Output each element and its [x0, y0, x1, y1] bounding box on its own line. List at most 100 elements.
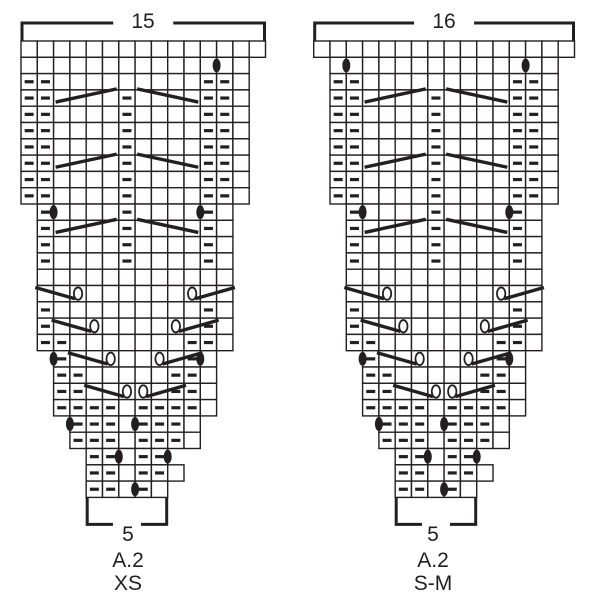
purl-dash-icon: [349, 243, 359, 247]
purl-dash-icon: [464, 438, 474, 442]
purl-dash-icon: [122, 145, 132, 149]
purl-dash-icon: [480, 373, 490, 377]
chart-cell: [69, 105, 87, 124]
chart-cell: [394, 72, 413, 91]
chart-cell: [459, 317, 478, 336]
chart-cell: [459, 72, 478, 91]
chart-cell: [183, 301, 201, 319]
chart-cell: [508, 268, 527, 287]
chart-cell: [134, 170, 153, 189]
chart-cell: [215, 252, 234, 270]
purl-dash-icon: [138, 487, 148, 491]
chart-cell: [443, 186, 462, 205]
purl-dash-icon: [187, 373, 197, 377]
chart-cell: [166, 186, 185, 205]
purl-dash-icon: [203, 177, 213, 182]
chart-cell: [410, 170, 429, 189]
purl-dash-icon: [447, 487, 457, 491]
purl-dash-icon: [122, 194, 132, 198]
chart-cell: [410, 252, 429, 270]
chart-cell: [150, 301, 169, 319]
decrease-line-icon: [55, 87, 118, 104]
purl-dash-icon: [496, 357, 506, 361]
purl-dash-icon: [220, 112, 230, 116]
chart-cell: [52, 170, 71, 189]
chart-cell: [101, 301, 120, 319]
chart-cell: [476, 284, 494, 303]
chart-cell: [427, 284, 445, 303]
chart-cell: [69, 138, 87, 156]
top-bracket: [313, 21, 575, 41]
increase-dot-icon: [212, 58, 221, 73]
chart-cell: [378, 301, 396, 319]
yarn-over-icon: [105, 351, 116, 366]
yarn-over-icon: [463, 351, 474, 366]
chart-cell: [36, 40, 55, 58]
chart-cell: [134, 252, 153, 270]
purl-dash-icon: [529, 194, 539, 198]
purl-dash-icon: [203, 243, 213, 247]
chart-cell: [150, 317, 169, 336]
purl-dash-icon: [40, 308, 50, 312]
chart-cell: [36, 56, 55, 75]
chart-cell: [427, 72, 445, 91]
xs-chart-name: A.2 XS: [98, 549, 158, 595]
chart-cell: [361, 138, 380, 156]
chart-cell: [524, 317, 543, 336]
chart-cell: [443, 170, 462, 189]
chart-cell: [459, 366, 478, 384]
chart-cell: [361, 40, 380, 58]
chart-cell: [459, 480, 478, 499]
purl-dash-icon: [73, 406, 83, 410]
chart-cell: [52, 268, 71, 287]
chart-cell: [85, 121, 104, 140]
purl-dash-icon: [106, 471, 116, 475]
purl-dash-icon: [366, 357, 376, 361]
chart-cell: [476, 268, 494, 287]
purl-dash-icon: [155, 471, 165, 475]
purl-dash-icon: [24, 161, 34, 165]
chart-cell: [378, 268, 396, 287]
purl-dash-icon: [512, 177, 522, 182]
chart-cell: [459, 284, 478, 303]
chart-cell: [166, 121, 185, 140]
chart-cell: [378, 170, 396, 189]
chart-cell: [118, 56, 136, 75]
purl-dash-icon: [349, 210, 359, 214]
chart-cell: [541, 89, 559, 107]
purl-dash-icon: [529, 80, 539, 84]
chart-cell: [101, 40, 120, 58]
purl-dash-icon: [220, 129, 230, 133]
purl-dash-icon: [203, 324, 213, 328]
chart-cell: [199, 40, 218, 58]
purl-dash-icon: [40, 259, 50, 263]
purl-dash-icon: [122, 96, 132, 100]
chart-cell: [443, 366, 462, 384]
chart-cell: [232, 138, 250, 156]
chart-cell: [524, 219, 543, 238]
chart-cell: [378, 105, 396, 124]
yarn-over-icon: [398, 319, 409, 334]
purl-dash-icon: [138, 471, 148, 475]
chart-cell: [101, 317, 120, 336]
chart-cell: [443, 252, 462, 270]
chart-cell: [557, 40, 576, 58]
chart-cell: [150, 105, 169, 124]
chart-cell: [394, 203, 413, 221]
purl-dash-icon: [106, 455, 116, 459]
purl-dash-icon: [366, 373, 376, 377]
purl-dash-icon: [138, 406, 148, 410]
purl-dash-icon: [349, 112, 359, 116]
chart-cell: [378, 235, 396, 254]
chart-cell: [101, 121, 120, 140]
chart-cell: [394, 186, 413, 205]
chart-cell: [69, 56, 87, 75]
chart-cell: [410, 284, 429, 303]
purl-dash-icon: [398, 455, 408, 459]
purl-dash-icon: [349, 177, 359, 182]
chart-cell: [443, 40, 462, 58]
chart-cell: [199, 382, 218, 401]
purl-dash-icon: [398, 438, 408, 442]
increase-dot-icon: [472, 449, 481, 464]
purl-dash-icon: [220, 96, 230, 100]
